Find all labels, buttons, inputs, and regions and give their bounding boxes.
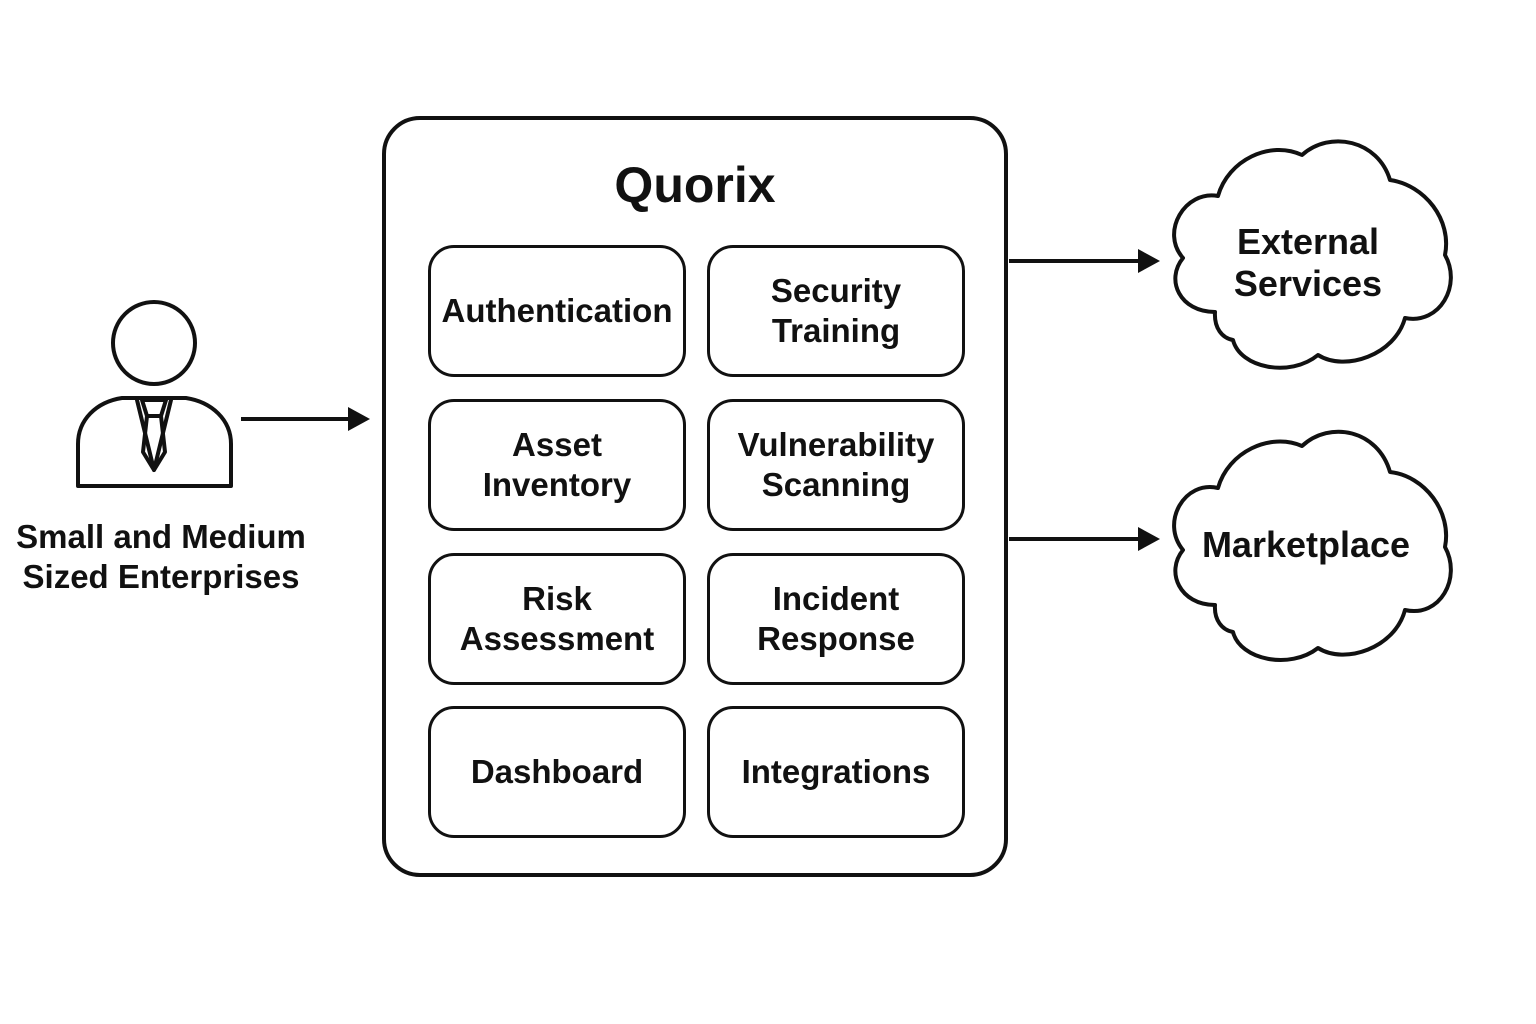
module-integrations: Integrations xyxy=(707,706,965,838)
marketplace-label: Marketplace xyxy=(1176,485,1436,605)
actor-to-system-arrow xyxy=(241,407,370,431)
actor-label-line1: Small and Medium xyxy=(16,517,306,555)
actor-label: Small and Medium Sized Enterprises xyxy=(0,512,322,602)
cloud-label-line2: Services xyxy=(1233,263,1383,304)
system-to-marketplace-arrow xyxy=(1009,527,1160,551)
module-label-line1: Dashboard xyxy=(470,752,644,790)
module-label-line1: Incident xyxy=(772,579,900,617)
module-label-line1: Security xyxy=(770,271,902,309)
actor-label-line2: Sized Enterprises xyxy=(22,558,300,595)
module-dashboard: Dashboard xyxy=(428,706,686,838)
module-label-line1: Asset xyxy=(512,425,602,463)
module-label-line2: Inventory xyxy=(482,466,632,503)
external-services-label: External Services xyxy=(1178,203,1438,323)
cloud-label-line1: External xyxy=(1236,220,1380,262)
cloud-icon xyxy=(1172,429,1453,662)
module-vulnerability-scanning: Vulnerability Scanning xyxy=(707,399,965,531)
module-label-line1: Authentication xyxy=(441,291,673,329)
module-label-line2: Training xyxy=(771,312,901,349)
module-incident-response: Incident Response xyxy=(707,553,965,685)
module-authentication: Authentication xyxy=(428,245,686,377)
module-risk-assessment: Risk Assessment xyxy=(428,553,686,685)
module-label-line2: Response xyxy=(757,620,915,657)
module-label-line2: Assessment xyxy=(459,620,655,657)
module-label-line1: Integrations xyxy=(741,752,931,790)
system-title: Quorix xyxy=(614,156,776,213)
person-with-tie-icon xyxy=(76,300,233,488)
system-to-external-services-arrow xyxy=(1009,249,1160,273)
cloud-icon xyxy=(1172,139,1453,370)
cloud-label-line1: Marketplace xyxy=(1201,523,1411,565)
module-asset-inventory: Asset Inventory xyxy=(428,399,686,531)
module-label-line1: Vulnerability xyxy=(737,425,935,463)
module-label-line1: Risk xyxy=(522,579,592,617)
module-label-line2: Scanning xyxy=(761,466,911,503)
module-security-training: Security Training xyxy=(707,245,965,377)
